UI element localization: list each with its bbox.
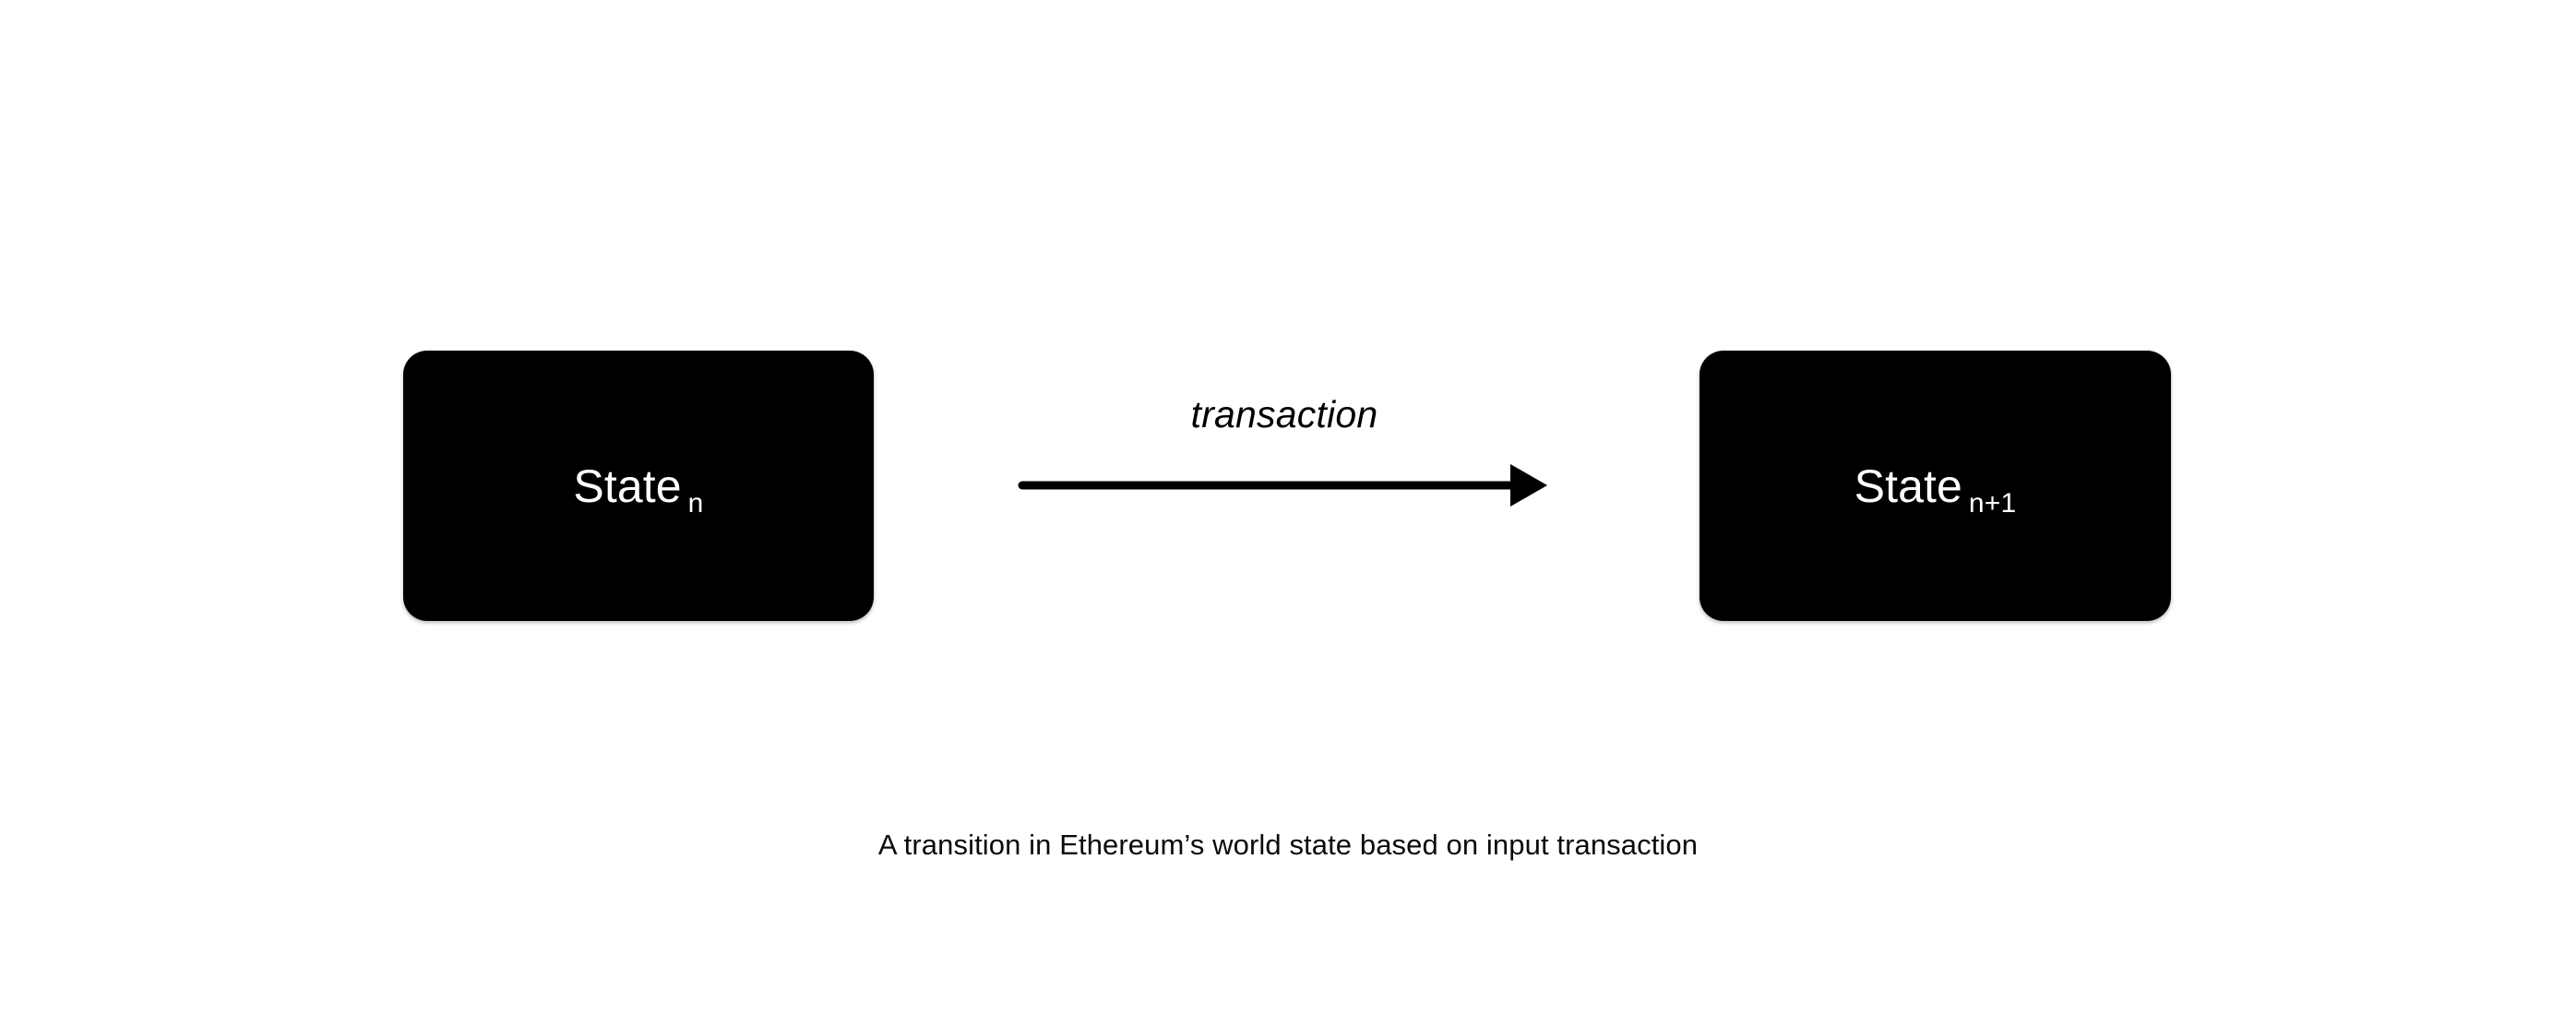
state-node-n-plus-1-subscript: n+1: [1968, 487, 2017, 519]
state-node-n-plus-1-base-text: State: [1854, 459, 1962, 512]
diagram-caption: A transition in Ethereum’s world state b…: [877, 829, 1699, 861]
transition-edge-label: transaction: [1190, 393, 1378, 435]
transition-arrow-icon: [1015, 457, 1559, 521]
state-node-n-base-text: State: [573, 459, 682, 512]
state-node-n-subscript: n: [687, 487, 704, 519]
